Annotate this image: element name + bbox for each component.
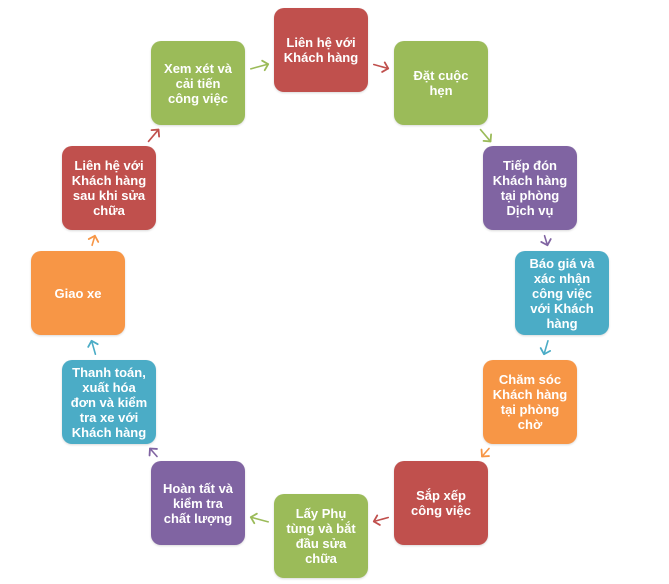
arrow-n10-n11 [87,234,100,247]
node-label: Giao xe [54,285,102,301]
node-dat-cuoc-hen: Đặt cuộc hẹn [394,41,488,125]
node-label: Hoàn tất và kiểm tra chất lượng [162,480,234,526]
node-lien-he-sau-sua-chua: Liên hệ với Khách hàng sau khi sửa chữa [62,146,156,230]
node-label: Sắp xếp công việc [411,488,471,518]
node-label: Chăm sóc Khách hàng tại phòng chờ [492,372,568,432]
node-label: Thanh toán, xuất hóa đơn và kiểm tra xe … [70,364,148,440]
arrow-n6-n7 [372,514,390,526]
node-cham-soc-khach-hang: Chăm sóc Khách hàng tại phòng chờ [483,360,577,444]
arrow-n9-n10 [87,339,99,356]
arrow-n12-n1 [249,59,270,72]
node-tiep-don-khach-hang: Tiếp đón Khách hàng tại phòng Dịch vụ [483,146,577,230]
arrow-n7-n8 [249,512,270,525]
node-giao-xe: Giao xe [31,251,125,335]
arrow-n1-n2 [372,61,390,73]
node-xem-xet-cai-tien: Xem xét và cải tiến công việc [151,41,245,125]
node-label: Lấy Phụ tùng và bắt đầu sửa chữa [286,506,356,566]
node-label: Đặt cuộc hẹn [413,68,469,98]
node-thanh-toan: Thanh toán, xuất hóa đơn và kiểm tra xe … [62,360,156,444]
node-label: Xem xét và cải tiến công việc [164,60,232,106]
node-bao-gia-xac-nhan: Báo giá và xác nhận công việc với Khách … [515,251,609,335]
node-hoan-tat-kiem-tra: Hoàn tất và kiểm tra chất lượng [151,461,245,545]
node-label: Báo giá và xác nhận công việc với Khách … [529,255,595,331]
node-label: Liên hệ với Khách hàng sau khi sửa chữa [71,158,147,218]
arrow-n11-n12 [147,128,160,143]
arrow-n8-n9 [148,447,158,458]
arrow-n3-n4 [540,234,552,247]
node-lay-phu-tung: Lấy Phụ tùng và bắt đầu sửa chữa [274,494,368,578]
arrow-n5-n6 [480,447,490,458]
node-label: Tiếp đón Khách hàng tại phòng Dịch vụ [492,158,568,218]
arrow-n4-n5 [539,339,552,356]
node-sap-xep-cong-viec: Sắp xếp công việc [394,461,488,545]
node-label: Liên hệ với Khách hàng [283,35,359,65]
arrow-n2-n3 [479,128,492,143]
node-lien-he-khach-hang: Liên hệ với Khách hàng [274,8,368,92]
